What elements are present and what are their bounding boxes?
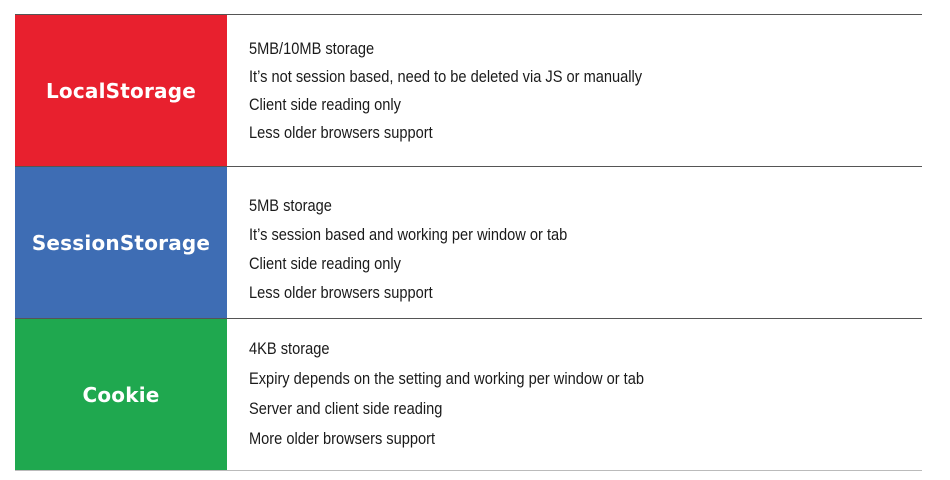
localstorage-row: LocalStorage 5MB/10MB storage It’s not s… [15,15,922,167]
localstorage-label-cell: LocalStorage [15,15,227,166]
localstorage-label: LocalStorage [45,78,197,103]
cookie-label: Cookie [82,382,160,407]
cookie-line-4: More older browsers support [249,429,436,448]
cookie-line-2: Expiry depends on the setting and workin… [249,369,644,388]
sessionstorage-label: SessionStorage [31,230,211,255]
sessionstorage-row: SessionStorage 5MB storage It’s session … [15,167,922,319]
localstorage-line-2: It’s not session based, need to be delet… [249,67,643,86]
sessionstorage-line-3: Client side reading only [249,254,401,273]
cookie-description: 4KB storage Expiry depends on the settin… [227,319,922,470]
localstorage-line-4: Less older browsers support [249,123,433,142]
cookie-line-1: 4KB storage [249,339,330,358]
sessionstorage-label-cell: SessionStorage [15,167,227,318]
sessionstorage-line-4: Less older browsers support [249,283,433,302]
cookie-line-3: Server and client side reading [249,399,443,418]
localstorage-description: 5MB/10MB storage It’s not session based,… [227,15,922,166]
sessionstorage-line-2: It’s session based and working per windo… [249,225,568,244]
sessionstorage-line-1: 5MB storage [249,196,332,215]
sessionstorage-description: 5MB storage It’s session based and worki… [227,167,922,318]
localstorage-line-3: Client side reading only [249,95,401,114]
storage-comparison-table: LocalStorage 5MB/10MB storage It’s not s… [15,14,922,471]
cookie-label-cell: Cookie [15,319,227,470]
localstorage-line-1: 5MB/10MB storage [249,39,375,58]
cookie-row: Cookie 4KB storage Expiry depends on the… [15,319,922,471]
